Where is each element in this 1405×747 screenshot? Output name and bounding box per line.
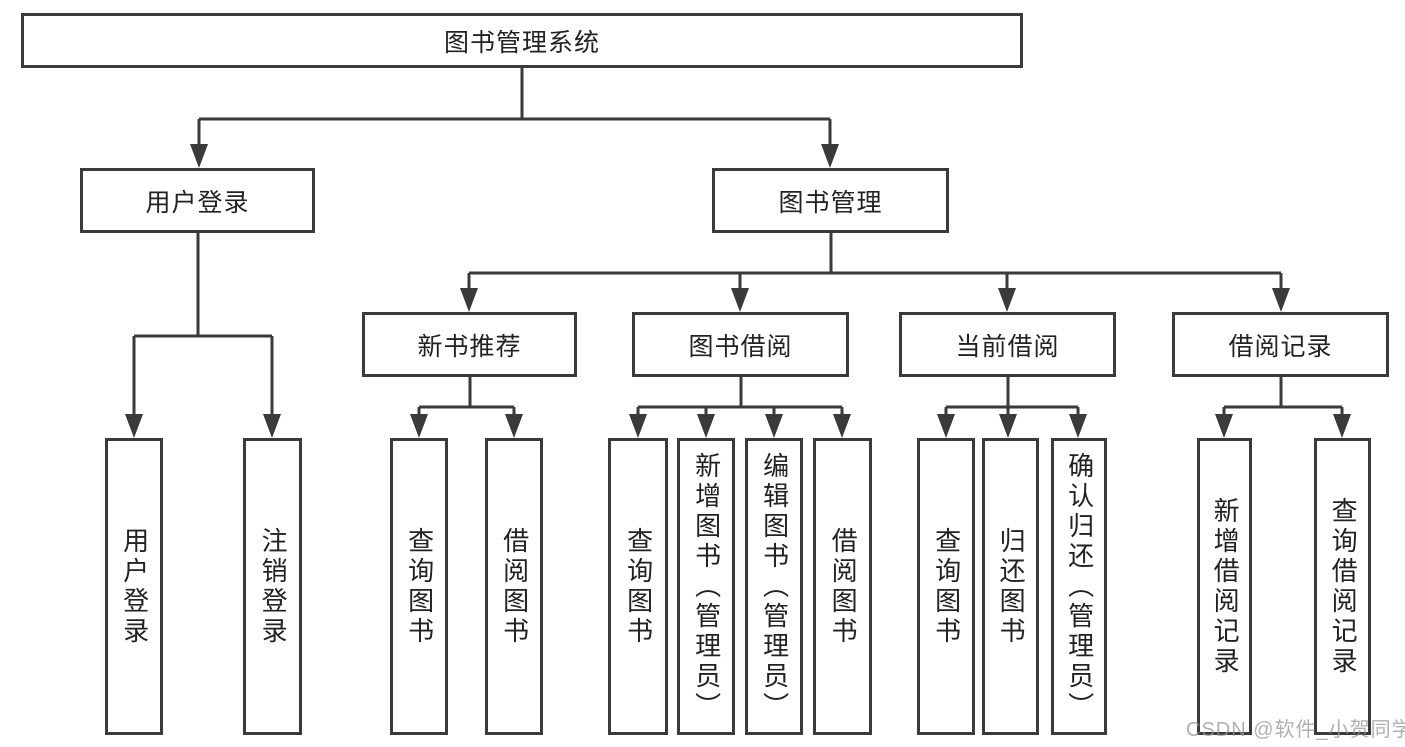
arrowhead [1333,414,1351,438]
leaf-label: 用户登录 [119,526,150,647]
leaf-logout: 注销登录 [243,438,302,735]
leaf-label: 新增图书（管理员） [691,451,722,722]
leaf-label: 借阅图书 [499,526,530,647]
arrowhead [410,414,428,438]
leaf-add-borrow-record: 新增借阅记录 [1197,438,1252,735]
arrowhead [629,414,647,438]
leaf-return-book: 归还图书 [982,438,1039,735]
leaf-edit-book-admin: 编辑图书（管理员） [745,438,803,735]
arrowhead [1215,414,1233,438]
arrowhead [833,414,851,438]
arrowhead [697,414,715,438]
arrowhead [998,288,1016,312]
leaf-label: 查询借阅记录 [1328,496,1359,677]
arrowhead [190,144,208,168]
node-book-management: 图书管理 [712,168,949,233]
leaf-add-book-admin: 新增图书（管理员） [677,438,735,735]
csdn-watermark: CSDN @软件_小贺同学 [1186,719,1405,741]
leaf-query-books-recommend: 查询图书 [390,438,448,735]
leaf-label: 编辑图书（管理员） [759,451,790,722]
arrowhead [999,414,1017,438]
leaf-label: 确认归还（管理员） [1064,451,1095,722]
leaf-borrow-book: 借阅图书 [813,438,872,735]
arrowhead [937,414,955,438]
arrowhead [731,288,749,312]
arrowhead [1272,288,1290,312]
leaf-label: 归还图书 [996,526,1027,647]
arrowheads [125,144,1351,438]
arrowhead [765,414,783,438]
leaf-user-login: 用户登录 [105,438,163,735]
leaf-query-borrow-record: 查询借阅记录 [1314,438,1371,735]
leaf-borrow-books-recommend: 借阅图书 [485,438,543,735]
leaf-label: 新增借阅记录 [1210,496,1241,677]
arrowhead [263,414,281,438]
node-new-book-recommend: 新书推荐 [362,312,577,377]
arrowhead [821,144,839,168]
node-current-borrow: 当前借阅 [899,312,1116,377]
node-user-login: 用户登录 [80,168,315,233]
leaf-label: 查询图书 [623,526,654,647]
leaf-label: 查询图书 [404,526,435,647]
arrowhead [1069,414,1087,438]
node-library-management-system: 图书管理系统 [21,13,1023,68]
arrowhead [125,414,143,438]
leaf-query-books-current: 查询图书 [917,438,975,735]
leaf-confirm-return-admin: 确认归还（管理员） [1051,438,1107,735]
node-book-borrow: 图书借阅 [632,312,849,377]
leaf-label: 注销登录 [258,526,289,647]
leaf-query-books-borrow: 查询图书 [608,438,668,735]
arrowhead [505,414,523,438]
arrowhead [460,288,478,312]
leaf-label: 查询图书 [931,526,962,647]
node-borrow-records: 借阅记录 [1172,312,1389,377]
leaf-label: 借阅图书 [828,526,859,647]
